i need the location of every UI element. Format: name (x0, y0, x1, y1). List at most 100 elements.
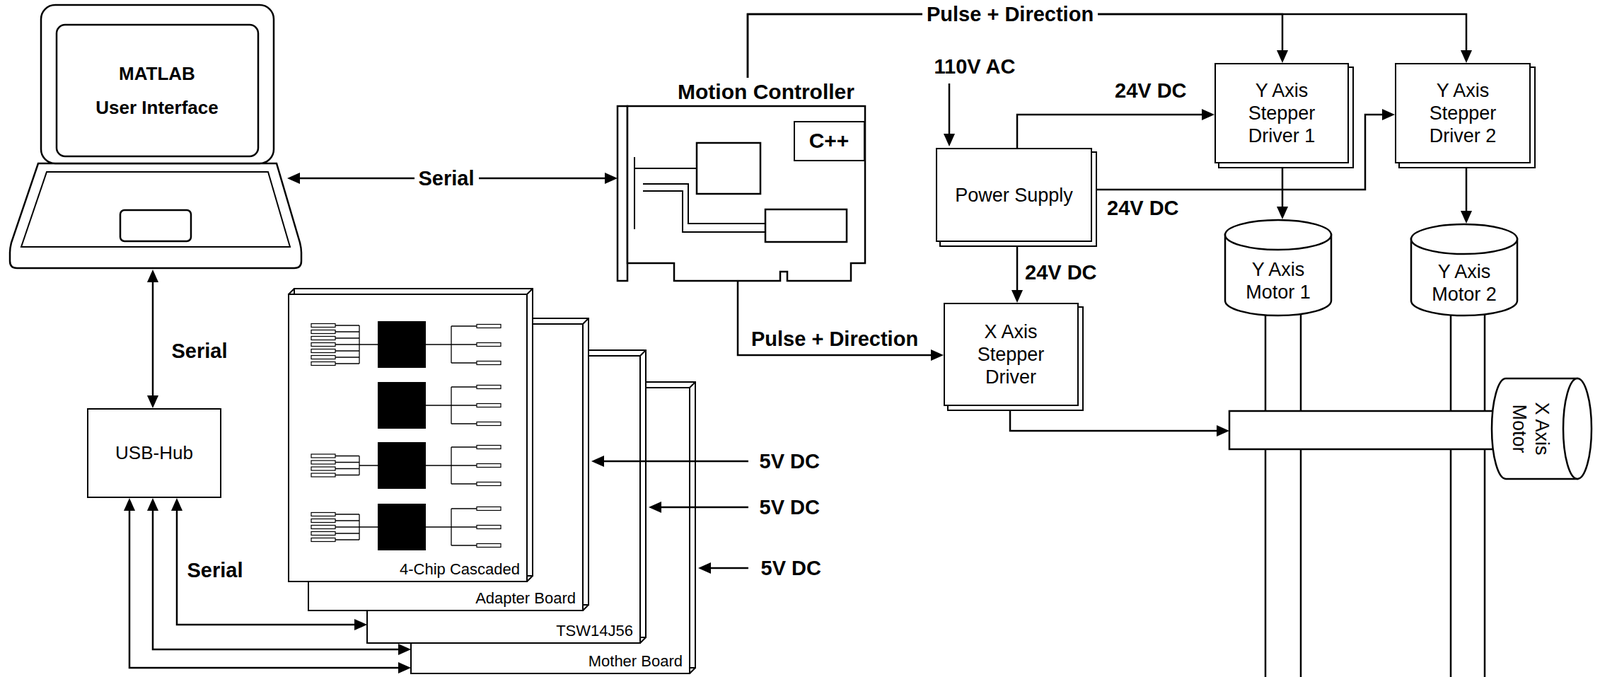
pin-pad (311, 336, 336, 341)
text-holder: X Axis Motor (1505, 386, 1556, 472)
motor-cylinder-outline (1411, 224, 1518, 254)
board-trace (335, 461, 360, 463)
driver-box: Y Axis Stepper Driver 1 (1214, 62, 1349, 164)
circuit-board: 4-Chip Cascaded (288, 288, 533, 582)
node-label: Y Axis Stepper Driver 2 (1409, 79, 1516, 148)
edge-label: 24V DC (1114, 79, 1187, 103)
pin-pad (311, 473, 336, 477)
pin-pad (311, 466, 336, 471)
node-label: MATLAB User Interface (89, 56, 225, 125)
board-trace (425, 447, 452, 484)
board-trace (451, 464, 477, 466)
node-label: Mother Board (410, 652, 683, 671)
board-trace (335, 468, 360, 469)
arrow-head (1460, 50, 1472, 63)
connector-line (1010, 406, 1223, 431)
arrow-head (591, 455, 605, 467)
arrow-head (1382, 108, 1395, 121)
board-trace (451, 386, 477, 387)
board-trace (335, 455, 360, 457)
connector (747, 14, 1472, 78)
node-label: TSW14J56 (367, 621, 634, 641)
chip (377, 503, 426, 551)
node-label: 4-Chip Cascaded (288, 560, 520, 579)
supply-wire (709, 567, 749, 570)
pin-pad (476, 445, 501, 450)
pin-pad (476, 403, 501, 408)
node-label: USB-Hub (94, 442, 215, 465)
arrow-head (943, 133, 955, 147)
y-axis-shaft (1265, 311, 1301, 677)
pin-pad (311, 330, 336, 334)
card-trace (634, 167, 697, 170)
text-holder: X Axis Stepper Driver (957, 306, 1064, 402)
label-patch: Serial (183, 558, 248, 583)
board-trace (335, 532, 360, 534)
label-patch: 24V DC (1020, 261, 1102, 285)
board-trace (335, 337, 360, 339)
connector-line (1281, 163, 1284, 213)
label-patch: Serial (167, 339, 233, 363)
board-trace (451, 526, 477, 527)
arrow-head (123, 497, 136, 511)
connector-line (737, 280, 937, 356)
label-patch: 24V DC (1110, 79, 1192, 103)
text-holder: 4-Chip Cascaded (288, 554, 520, 579)
label-patch: 5V DC (755, 449, 825, 474)
laptop-base (21, 171, 291, 247)
pin-pad (311, 531, 336, 536)
pin-pad (476, 361, 501, 365)
arrow-head (398, 643, 411, 655)
arrow-head (1201, 108, 1215, 121)
node-label: Motion Controller (667, 79, 866, 105)
edge-label: Pulse + Direction (751, 327, 919, 351)
board-trace (425, 326, 452, 363)
text-holder: Power Supply (942, 152, 1086, 238)
connector (1010, 406, 1230, 437)
pin-pad (311, 460, 336, 465)
node-label: X Axis Stepper Driver (957, 320, 1064, 390)
motor-cylinder: Y Axis Motor 1 (1224, 219, 1332, 317)
edge-label: Serial (171, 339, 228, 363)
pin-pad (311, 343, 336, 347)
arrow-head (1276, 50, 1289, 63)
arrow-head (147, 269, 159, 283)
board-trace (335, 519, 360, 521)
board-trace (451, 362, 477, 363)
edge-label: Pulse + Direction (926, 2, 1094, 27)
pin-pad (311, 355, 336, 360)
connector (1276, 163, 1289, 220)
board-trace (451, 325, 477, 327)
board-trace (335, 538, 360, 540)
text-holder: TSW14J56 (367, 616, 634, 641)
connector-line (1017, 114, 1208, 148)
text-holder: Motion Controller (667, 79, 866, 105)
board-trace (359, 325, 378, 364)
pin-pad (311, 323, 336, 328)
supply-label: 110V AC (934, 55, 1016, 79)
arrow-head (287, 172, 300, 184)
arrow-head (354, 618, 368, 631)
board-trace (451, 544, 477, 546)
supply-label: 5V DC (759, 449, 820, 474)
motor-cylinder-outline (1225, 219, 1332, 250)
board-trace (335, 331, 360, 332)
label-patch: Serial (414, 166, 479, 191)
label-patch: 110V AC (930, 55, 1020, 79)
board-trace (335, 513, 360, 515)
pin-pad (311, 512, 336, 517)
board-trace (335, 356, 360, 358)
label-patch: Pulse + Direction (922, 2, 1098, 27)
text-holder: Adapter Board (308, 583, 576, 608)
board-trace (451, 422, 477, 424)
arrow-head (147, 395, 159, 409)
board-trace (335, 343, 360, 345)
card-bracket (617, 106, 628, 281)
connector (147, 269, 159, 409)
connector-line (1016, 241, 1019, 296)
card-outline (627, 106, 866, 281)
board-trace (359, 456, 378, 476)
label-patch: 5V DC (755, 495, 825, 520)
text-holder: USB-Hub (94, 412, 215, 494)
edge-label: 24V DC (1106, 196, 1180, 220)
